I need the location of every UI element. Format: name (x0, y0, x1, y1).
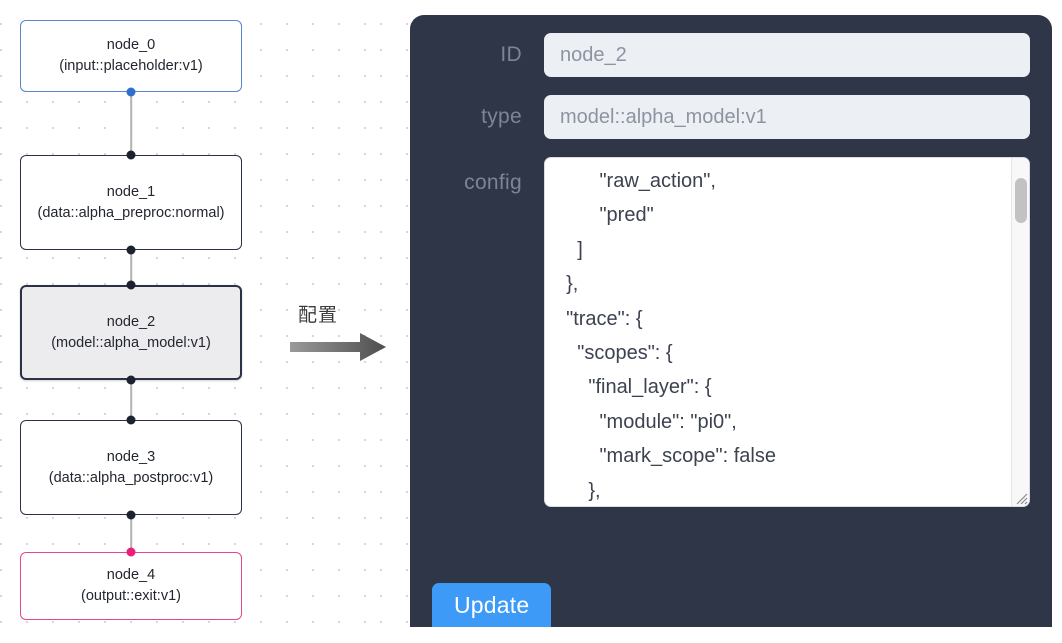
edge-node0-node1 (130, 92, 132, 155)
field-row-type: type (432, 95, 1030, 139)
field-row-id: ID (432, 33, 1030, 77)
node-port-node_2-out[interactable] (126, 375, 136, 385)
type-field-label: type (481, 105, 522, 128)
edge-node2-node3 (130, 380, 132, 420)
node-port-node_3-in[interactable] (126, 415, 136, 425)
node-type-label: (model::alpha_model:v1) (51, 334, 211, 351)
node-port-node_3-out[interactable] (126, 510, 136, 520)
config-textarea[interactable]: "raw_action", "pred" ] }, "trace": { "sc… (544, 157, 1030, 507)
node-port-node_1-in[interactable] (126, 150, 136, 160)
id-field-label: ID (500, 43, 522, 66)
graph-node-node_2[interactable]: node_2 (model::alpha_model:v1) (20, 285, 242, 380)
graph-node-node_0[interactable]: node_0 (input::placeholder:v1) (20, 20, 242, 92)
node-id-label: node_0 (106, 37, 156, 54)
config-textarea-wrapper: "raw_action", "pred" ] }, "trace": { "sc… (544, 157, 1030, 507)
node-id-label: node_4 (106, 567, 156, 584)
node-id-label: node_3 (106, 448, 156, 465)
node-type-label: (data::alpha_postproc:v1) (48, 469, 214, 486)
node-inspector-panel: ID type config "raw_action", "pred" ] },… (410, 15, 1052, 627)
node-id-label: node_1 (106, 183, 156, 200)
node-port-node_1-out[interactable] (126, 245, 136, 255)
annotation-caption: 配置 (298, 304, 339, 326)
graph-canvas[interactable]: node_0 (input::placeholder:v1) node_1 (d… (0, 0, 420, 643)
graph-node-node_1[interactable]: node_1 (data::alpha_preproc:normal) (20, 155, 242, 250)
config-scrollbar[interactable] (1011, 158, 1029, 506)
node-type-label: (data::alpha_preproc:normal) (37, 204, 225, 221)
annotation-arrow-group: 配置 (290, 300, 390, 362)
config-field-label: config (464, 171, 522, 194)
node-id-label: node_2 (106, 313, 156, 330)
type-input[interactable] (544, 95, 1030, 139)
graph-node-node_4[interactable]: node_4 (output::exit:v1) (20, 552, 242, 620)
update-button[interactable]: Update (432, 583, 552, 627)
graph-node-node_3[interactable]: node_3 (data::alpha_postproc:v1) (20, 420, 242, 515)
node-port-node_4-in[interactable] (126, 547, 136, 557)
node-port-node_0-out[interactable] (126, 87, 136, 97)
config-scrollbar-thumb[interactable] (1015, 178, 1027, 223)
node-type-label: (input::placeholder:v1) (59, 58, 203, 74)
node-port-node_2-in[interactable] (126, 280, 136, 290)
edge-node1-node2 (130, 250, 132, 285)
field-row-config: config "raw_action", "pred" ] }, "trace"… (432, 157, 1030, 507)
node-type-label: (output::exit:v1) (81, 588, 181, 604)
edge-node3-node4 (130, 515, 132, 552)
right-arrow-icon (290, 333, 386, 361)
resize-handle-icon[interactable] (1012, 489, 1028, 505)
id-input[interactable] (544, 33, 1030, 77)
